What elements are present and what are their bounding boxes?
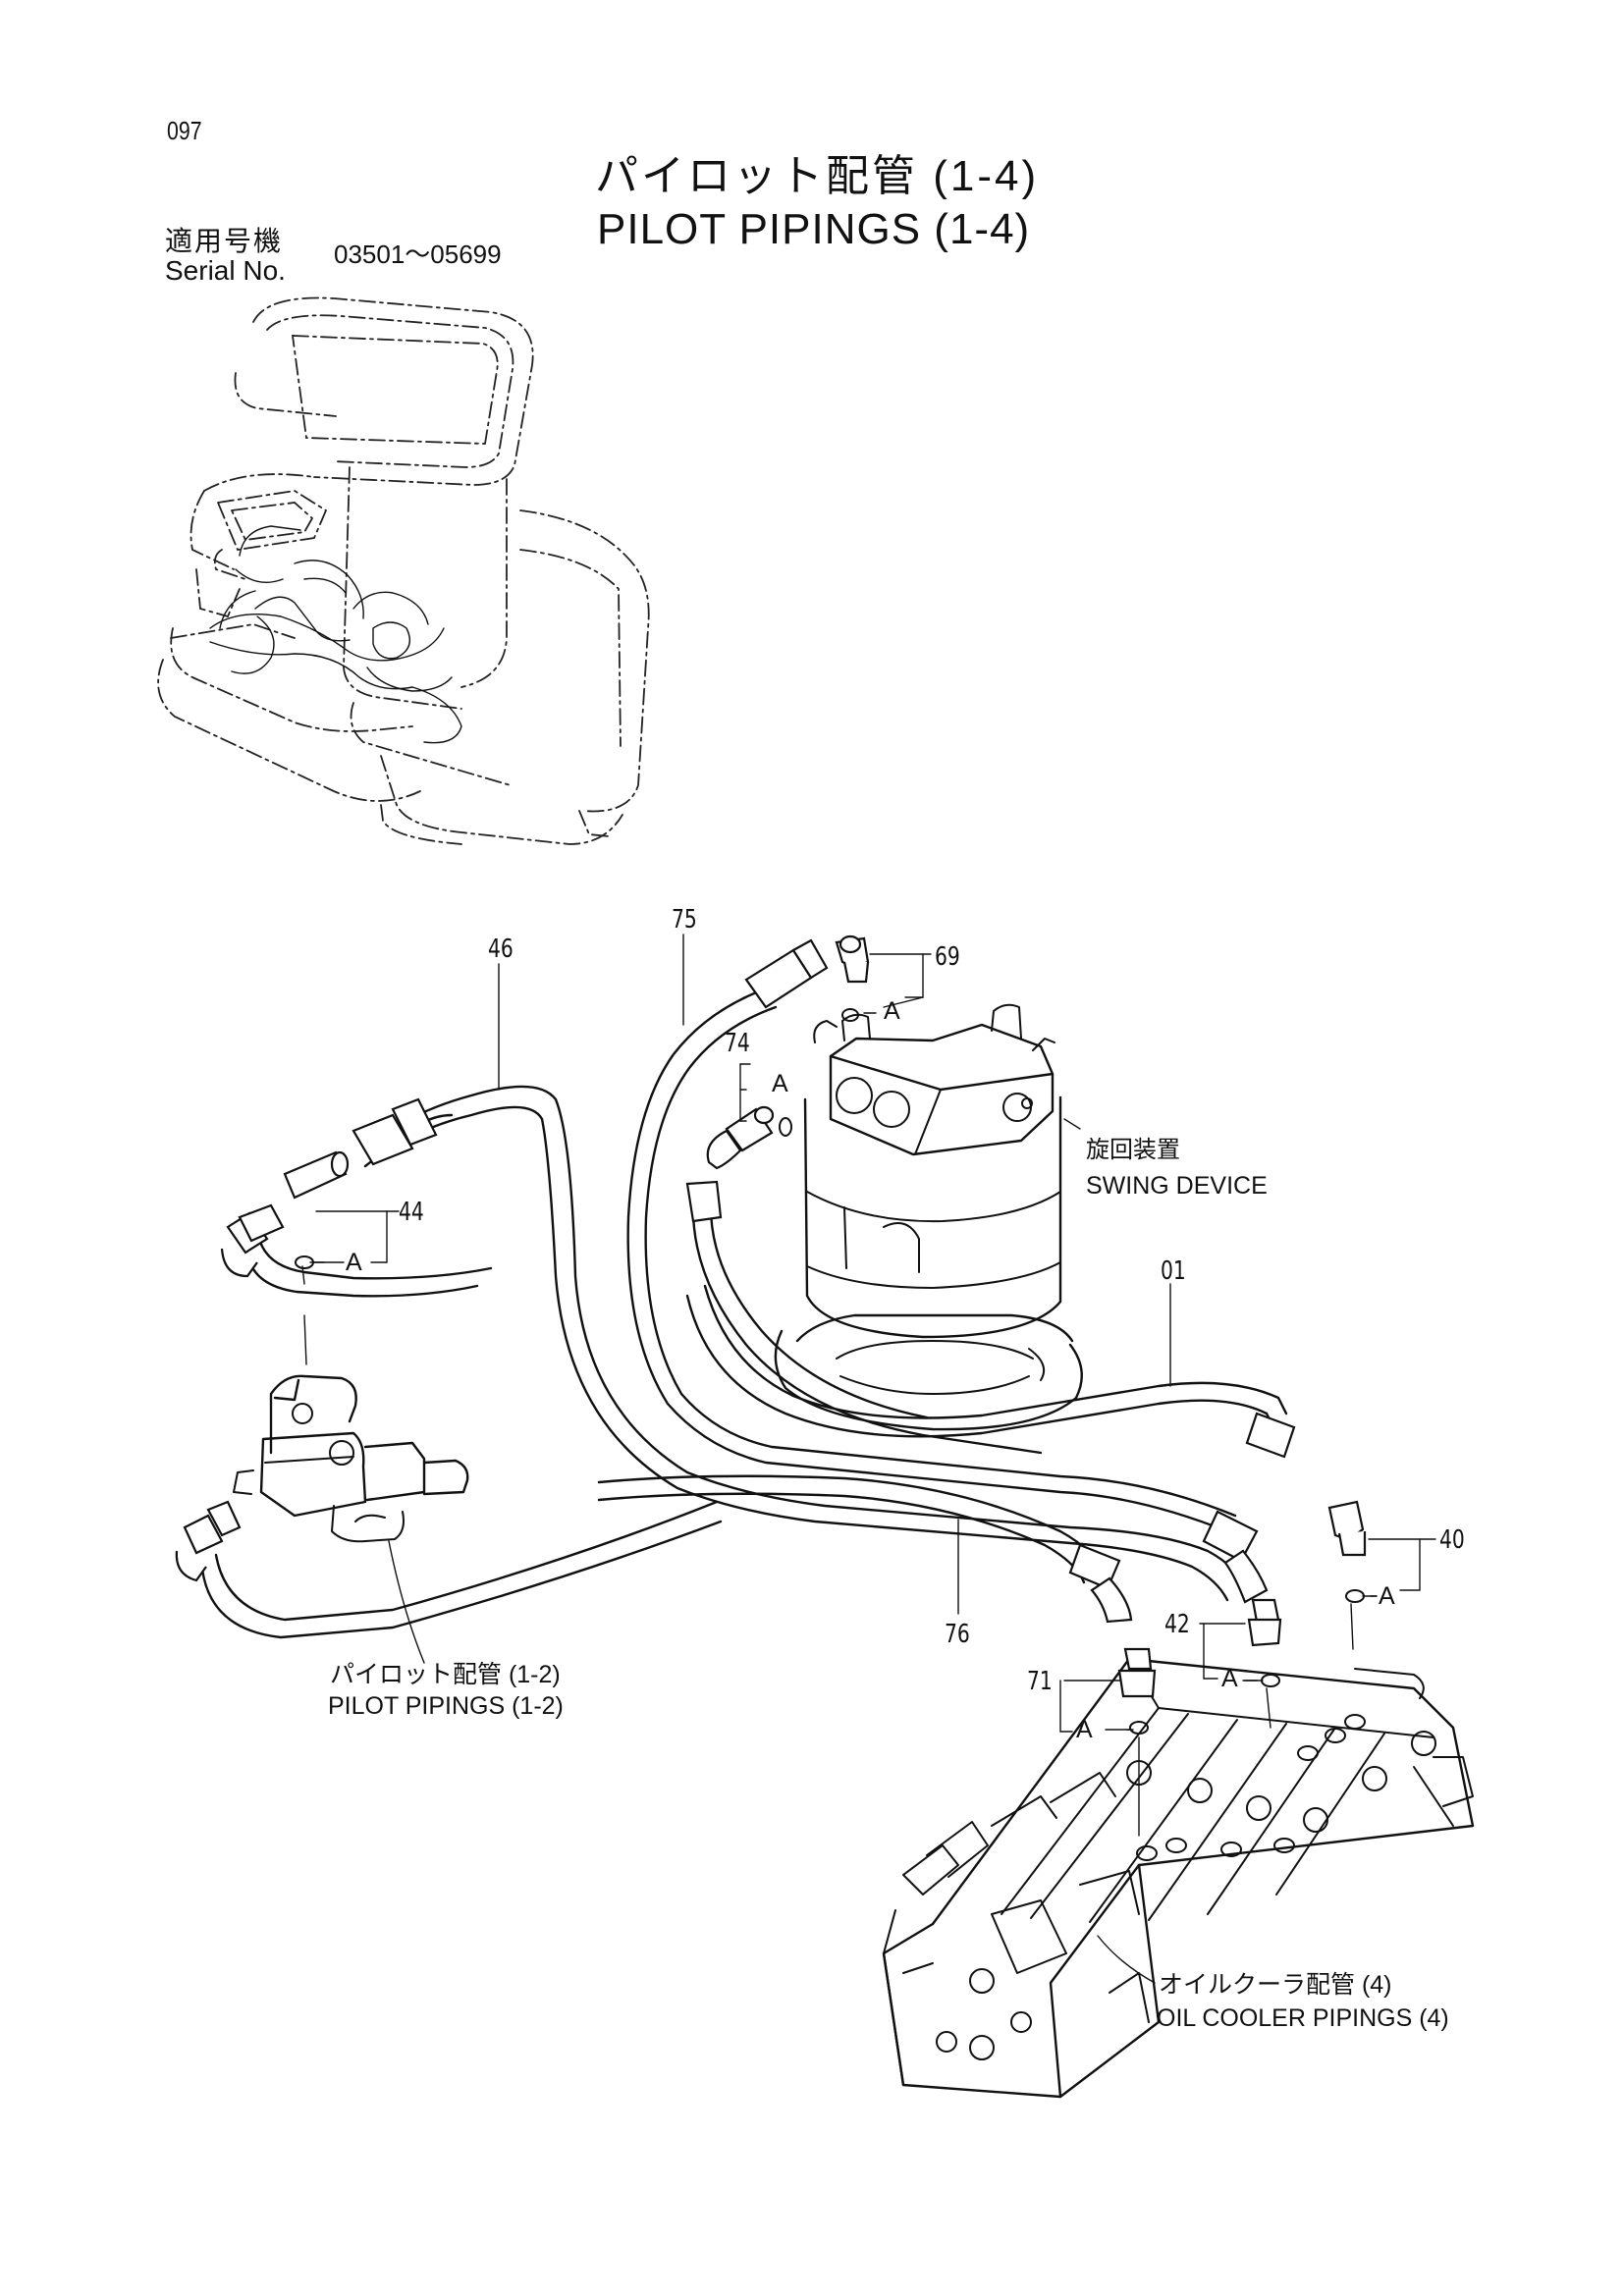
oil-cooler-pipings-jp: オイルクーラ配管 (4): [1159, 1971, 1392, 1999]
callout-01: 01: [1161, 1256, 1186, 1286]
page-title-jp: パイロット配管 (1-4): [595, 152, 1040, 200]
callout-42: 42: [1164, 1610, 1190, 1639]
fittings: [175, 934, 1367, 1698]
a-marker-71: A: [1076, 1716, 1093, 1743]
swing-device-label-en: SWING DEVICE: [1086, 1172, 1268, 1200]
callout-46: 46: [488, 934, 514, 964]
a-marker-44: A: [346, 1249, 362, 1276]
oil-cooler-pipings-en: OIL COOLER PIPINGS (4): [1157, 2004, 1449, 2032]
control-valve-drawing: [882, 1657, 1475, 2099]
swing-device-drawing: [774, 1003, 1083, 1431]
callout-75: 75: [672, 905, 697, 934]
a-marker-69: A: [884, 997, 900, 1025]
leader-lines: [301, 934, 1436, 1984]
serial-label-en: Serial No.: [165, 255, 286, 286]
pilot-valve-drawing: [233, 1374, 469, 1543]
callout-76: 76: [945, 1620, 970, 1649]
pilot-pipings-ref-jp: パイロット配管 (1-2): [330, 1661, 561, 1688]
a-marker-lines: [309, 1012, 1378, 1731]
page-title-en: PILOT PIPINGS (1-4): [597, 205, 1031, 253]
hose-routes: [200, 988, 1288, 1639]
a-marker-74: A: [772, 1070, 788, 1097]
callout-44: 44: [399, 1198, 424, 1227]
callout-71: 71: [1027, 1667, 1053, 1696]
a-marker-40: A: [1379, 1582, 1395, 1610]
serial-label-jp: 適用号機: [165, 226, 284, 256]
serial-range: 03501～05699: [334, 240, 502, 269]
callout-40: 40: [1439, 1525, 1465, 1555]
callout-74: 74: [725, 1029, 750, 1058]
machine-overview-drawing: [157, 296, 650, 845]
page-number: 097: [167, 116, 202, 145]
pilot-pipings-ref-en: PILOT PIPINGS (1-2): [328, 1692, 564, 1720]
swing-device-label-jp: 旋回装置: [1086, 1137, 1180, 1163]
callout-69: 69: [935, 942, 960, 972]
a-marker-42: A: [1221, 1665, 1238, 1692]
